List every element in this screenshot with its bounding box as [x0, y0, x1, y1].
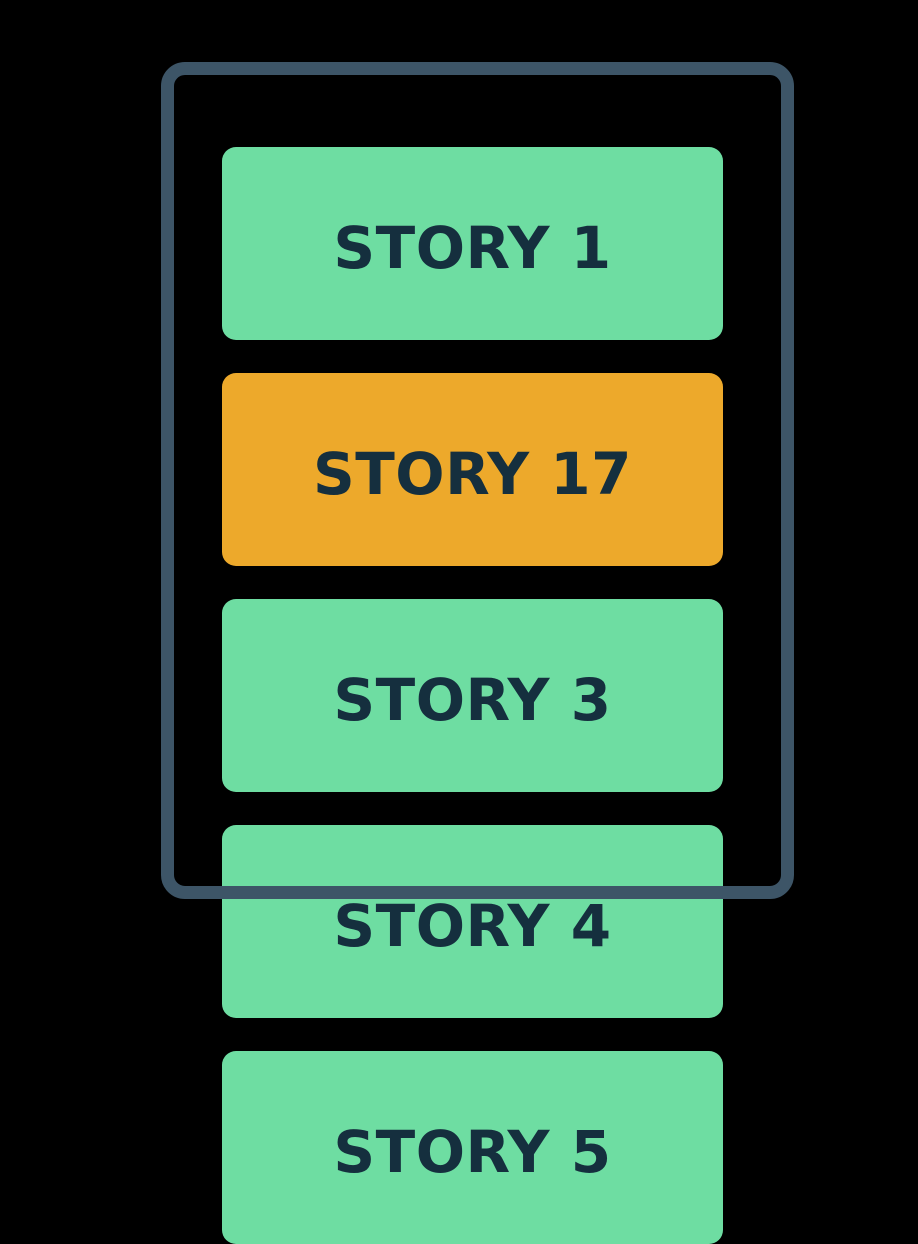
story-card-label: STORY 17: [312, 439, 633, 508]
story-card[interactable]: STORY 3: [222, 599, 723, 792]
story-card-label: STORY 5: [333, 1117, 612, 1186]
story-card[interactable]: STORY 1: [222, 147, 723, 340]
story-card-label: STORY 3: [333, 665, 612, 734]
story-card-stack: STORY 1 STORY 17 STORY 3 STORY 4 STORY 5: [222, 147, 723, 1244]
story-card[interactable]: STORY 5: [222, 1051, 723, 1244]
story-card-label: STORY 4: [333, 891, 612, 960]
story-card-label: STORY 1: [333, 213, 612, 282]
story-card[interactable]: STORY 4: [222, 825, 723, 1018]
story-card[interactable]: STORY 17: [222, 373, 723, 566]
